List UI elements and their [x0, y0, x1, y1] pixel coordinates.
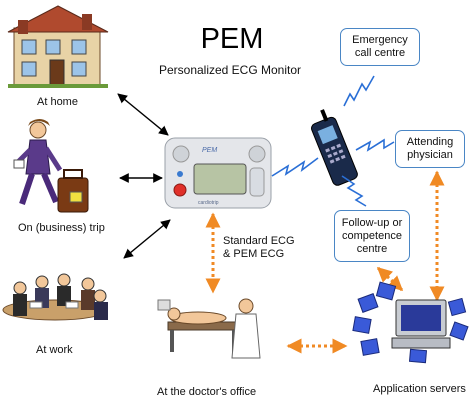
home-device-arrow	[117, 93, 169, 136]
wireless-phone-physician	[355, 138, 395, 152]
device-brand: cardiotrip	[198, 200, 219, 206]
mobile-phone-icon	[311, 109, 358, 186]
pem-device	[164, 137, 272, 209]
servers-icon	[352, 281, 469, 364]
diagram-subtitle: Personalized ECG Monitor	[158, 63, 302, 77]
work-device-arrow	[123, 219, 171, 259]
label-application-servers: Application servers	[373, 383, 466, 395]
doctor-office-icon	[157, 298, 261, 359]
emergency-call-centre-box: Emergency call centre	[340, 28, 420, 66]
diagram-title: PEM	[200, 23, 264, 55]
wireless-device-phone	[271, 157, 319, 177]
label-at-work: At work	[36, 344, 73, 356]
connection-label: Standard ECG & PEM ECG	[223, 235, 295, 260]
house-icon	[7, 5, 109, 88]
wireless-phone-emergency	[343, 75, 375, 107]
followup-centre-box: Follow-up or competence centre	[334, 210, 410, 262]
attending-physician-box: Attending physician	[395, 130, 465, 168]
label-doctor-office: At the doctor's office	[157, 386, 257, 398]
label-at-home: At home	[37, 96, 78, 108]
meeting-icon	[2, 273, 108, 321]
device-watermark: PEM	[202, 147, 218, 154]
label-on-trip: On (business) trip	[18, 222, 105, 234]
wireless-phone-followup	[341, 175, 367, 207]
traveller-icon	[13, 119, 89, 213]
